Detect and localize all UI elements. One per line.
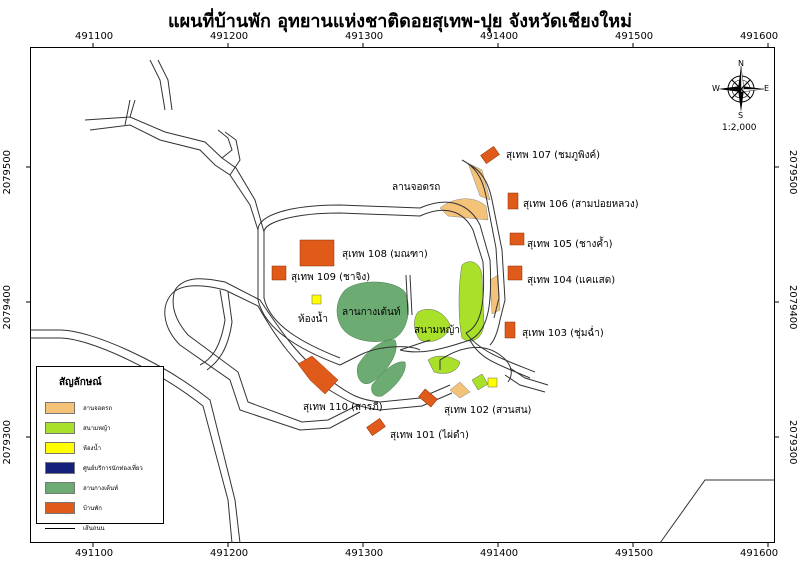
legend-label: เส้นถนน [83, 525, 105, 532]
compass-s: S [738, 111, 743, 118]
legend-swatch [45, 502, 75, 514]
y-tick-right: 2079300 [787, 420, 798, 465]
house-105 [509, 232, 525, 246]
legend-label: ศูนย์บริการนักท่องเที่ยว [83, 465, 143, 472]
house-label-102: สุเทพ 102 (สวนสน) [444, 405, 532, 416]
legend-label: ลานจอดรถ [83, 405, 113, 412]
legend-item: ลานกางเต้นท์ [45, 478, 163, 498]
x-tick-top: 491600 [740, 31, 779, 42]
legend-label: สนามหญ้า [83, 425, 111, 432]
x-tick-bottom: 491500 [615, 548, 654, 559]
legend-item: บ้านพัก [45, 498, 163, 518]
house-label-110: สุเทพ 110 (สารภี) [303, 402, 383, 413]
parking-label: ลานจอดรถ [392, 182, 441, 193]
legend-swatch [45, 462, 75, 474]
legend: สัญลักษณ์ ลานจอดรถ สนามหญ้า ห้องน้ำ ศูนย… [36, 366, 164, 532]
map-title: แผนที่บ้านพัก อุทยานแห่งชาติดอยสุเทพ-ปุย… [168, 11, 632, 32]
legend-item: สนามหญ้า [45, 418, 163, 438]
house-label-101: สุเทพ 101 (ไผ่ดำ) [390, 430, 469, 441]
house-109 [271, 265, 287, 281]
compass-e: E [764, 84, 769, 93]
house-104 [507, 265, 523, 281]
house-107 [480, 145, 500, 165]
compass-rose-icon: N S E W [712, 58, 770, 120]
camp-area [336, 281, 409, 397]
roads [30, 59, 775, 544]
compass-n: N [738, 59, 744, 68]
house-110 [297, 355, 339, 395]
legend-swatch [45, 482, 75, 494]
y-tick-right: 2079500 [787, 150, 798, 195]
camp-label: ลานกางเต้นท์ [342, 307, 401, 318]
house-106 [507, 192, 519, 210]
restroom [311, 294, 498, 388]
house-101 [366, 417, 386, 437]
house-103 [504, 321, 516, 339]
house-label-105: สุเทพ 105 (ชางค้ำ) [527, 239, 613, 250]
x-tick-bottom: 491600 [740, 548, 779, 559]
house-102 [418, 388, 438, 408]
x-tick-top: 491200 [210, 31, 249, 42]
legend-swatch [45, 422, 75, 434]
x-tick-top: 491500 [615, 31, 654, 42]
scale-text: 1:2,000 [722, 123, 757, 133]
legend-label: ลานกางเต้นท์ [83, 485, 119, 492]
legend-item: เส้นถนน [45, 518, 163, 538]
legend-title: สัญลักษณ์ [59, 377, 102, 388]
house-label-104: สุเทพ 104 (แคแสด) [527, 275, 616, 286]
map-frame [30, 47, 775, 543]
legend-road-line [45, 527, 75, 529]
legend-label: บ้านพัก [83, 505, 102, 512]
legend-swatch [45, 402, 75, 414]
legend-swatch [45, 442, 75, 454]
restroom-label: ห้องน้ำ [298, 314, 328, 325]
x-tick-top: 491400 [480, 31, 519, 42]
x-tick-bottom: 491200 [210, 548, 249, 559]
x-tick-top: 491100 [75, 31, 114, 42]
x-tick-top: 491300 [345, 31, 384, 42]
field-label: สนามหญ้า [414, 325, 460, 336]
compass-w: W [712, 84, 720, 93]
house-label-103: สุเทพ 103 (ชุ่มฉ่ำ) [522, 328, 604, 339]
legend-label: ห้องน้ำ [83, 445, 101, 452]
house-label-108: สุเทพ 108 (มณฑา) [342, 249, 428, 260]
legend-item: ศูนย์บริการนักท่องเที่ยว [45, 458, 163, 478]
y-tick-right: 2079400 [787, 285, 798, 330]
legend-item: ห้องน้ำ [45, 438, 163, 458]
house-label-107: สุเทพ 107 (ชมภูพิงค์) [506, 150, 601, 161]
houses [271, 145, 525, 437]
x-tick-bottom: 491100 [75, 548, 114, 559]
x-tick-bottom: 491300 [345, 548, 384, 559]
house-108 [299, 239, 335, 267]
house-label-109: สุเทพ 109 (ชาจิง) [291, 272, 371, 283]
legend-item: ลานจอดรถ [45, 398, 163, 418]
house-label-106: สุเทพ 106 (สามปอยหลวง) [523, 199, 639, 210]
x-tick-bottom: 491400 [480, 548, 519, 559]
